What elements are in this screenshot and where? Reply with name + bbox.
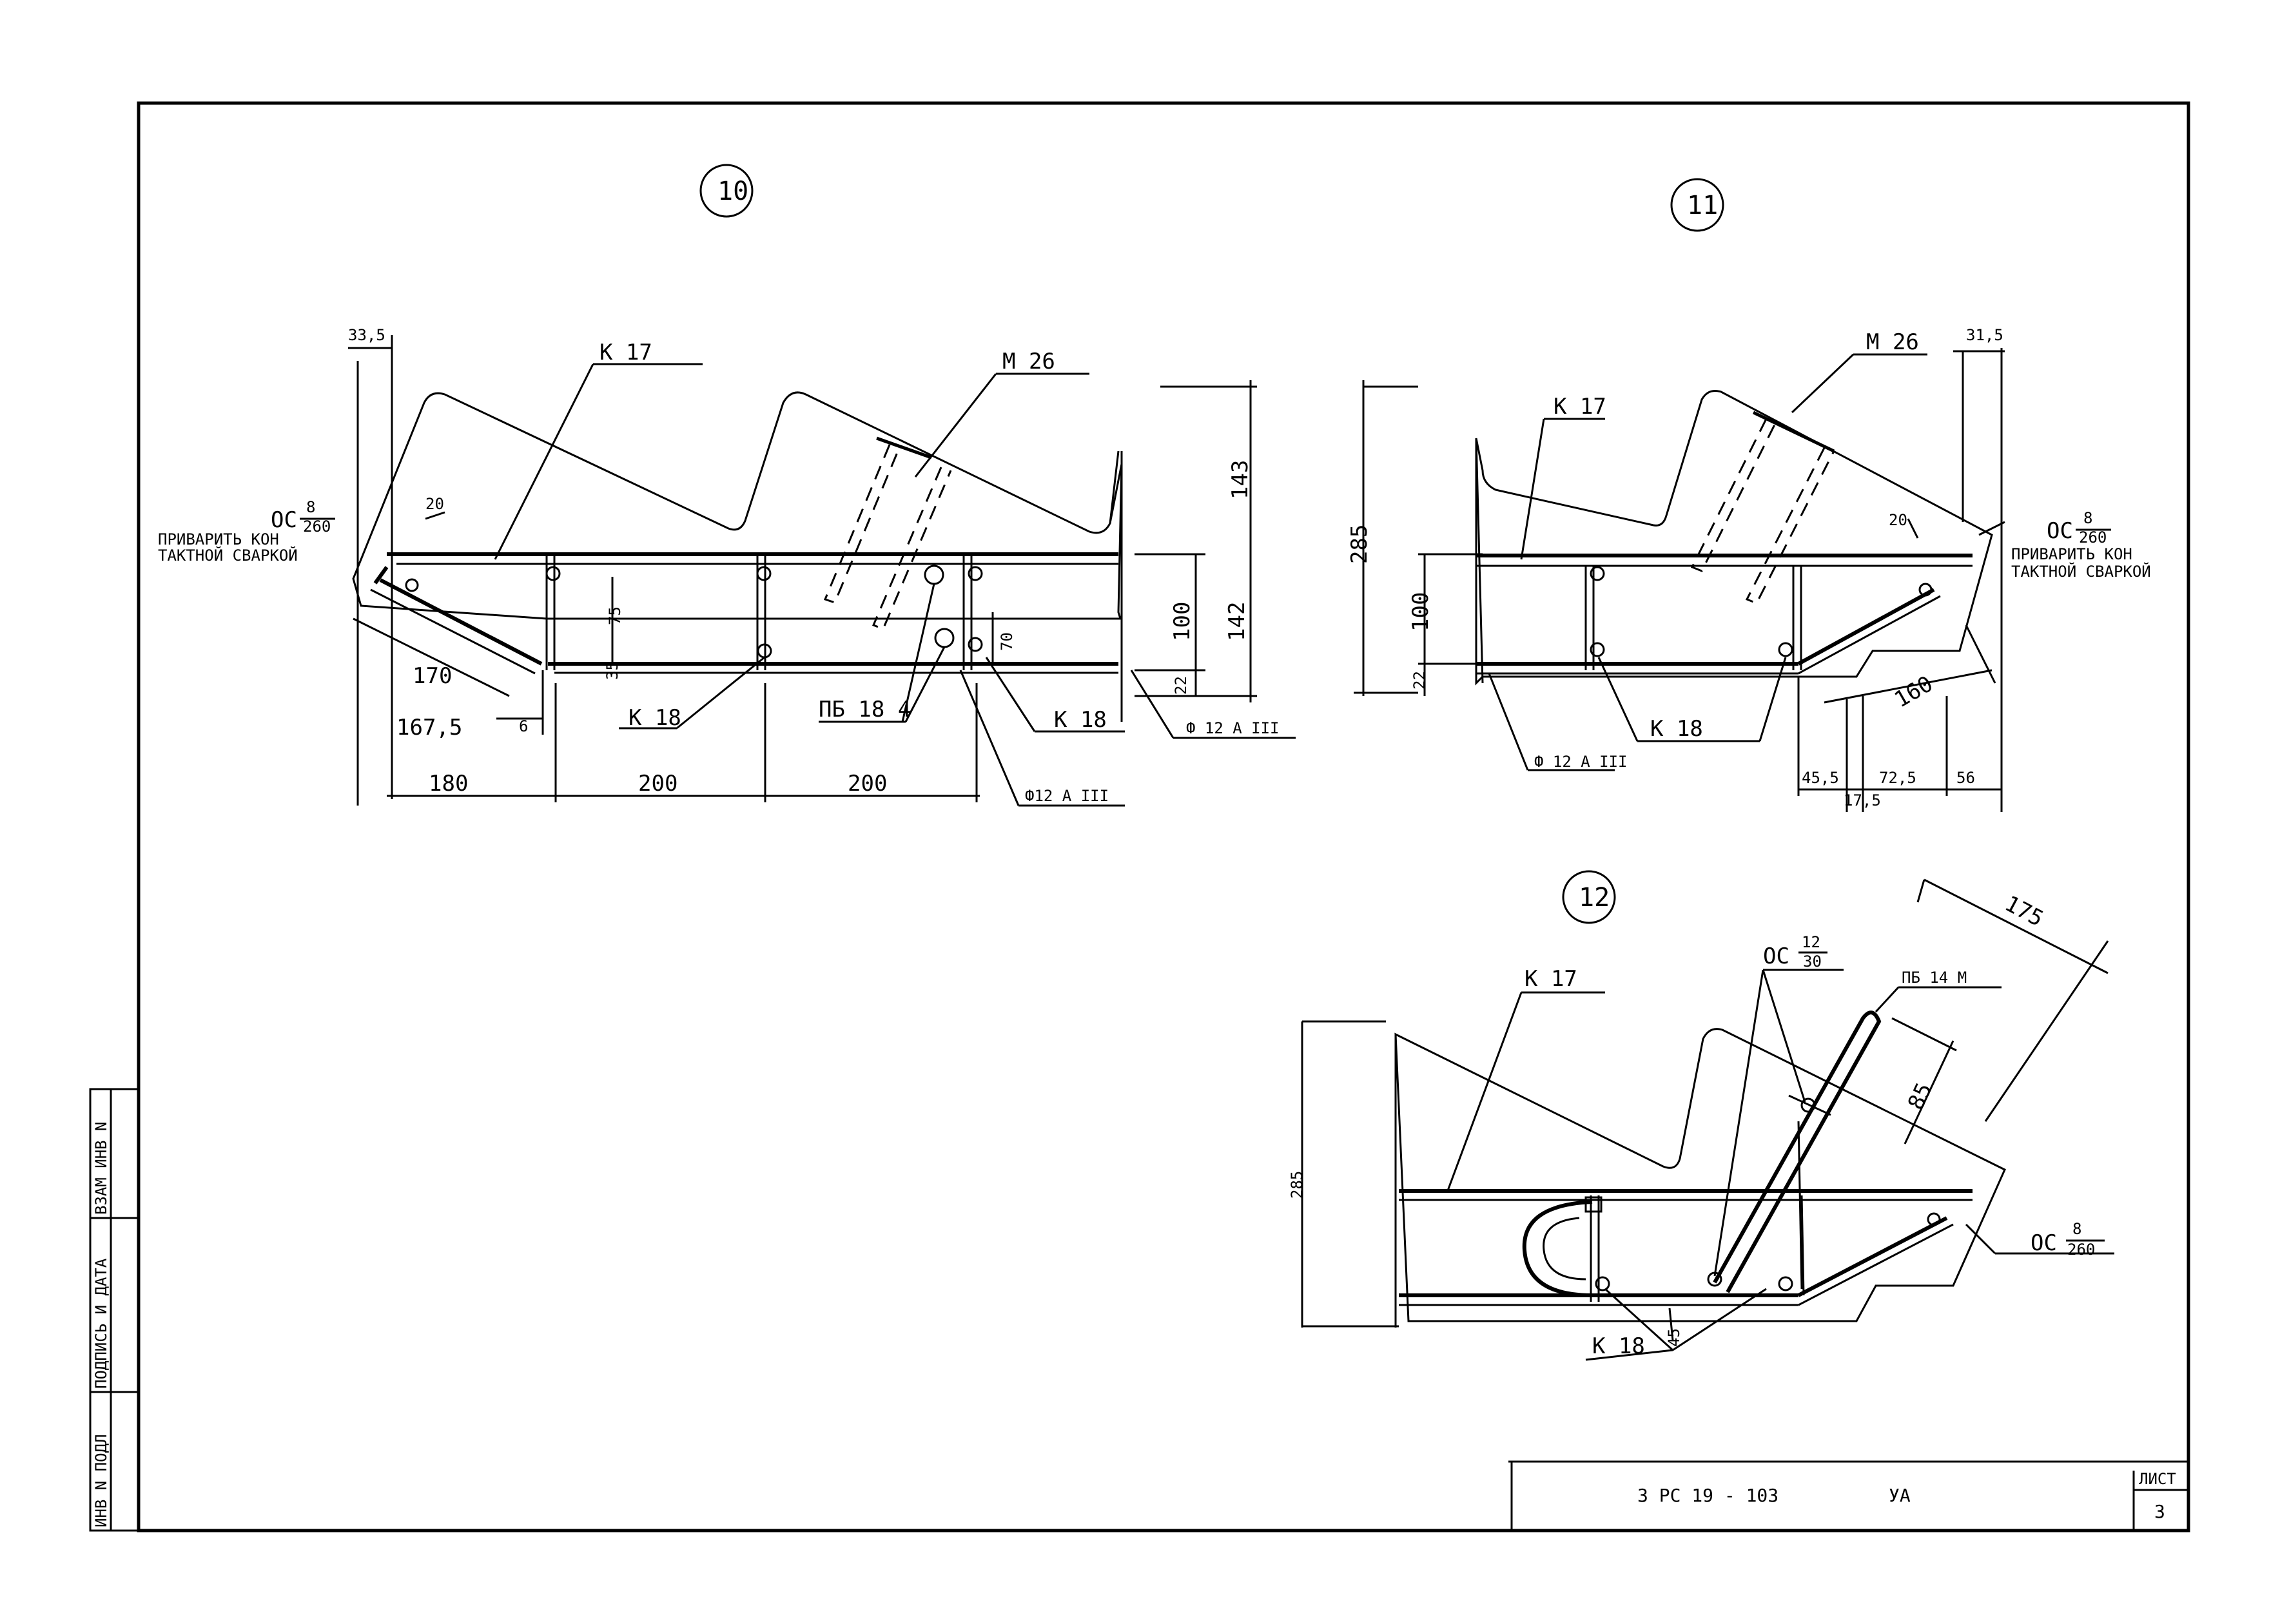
v12-label-k17: K 17	[1525, 966, 1577, 992]
v10-dim-142: 142	[1224, 602, 1250, 641]
v12-dim-175: 175	[2000, 891, 2047, 932]
v11-dim-72-5: 72,5	[1879, 769, 1916, 787]
v12-label-oc8: ОС	[2031, 1230, 2057, 1256]
v11-dim-285: 285	[1347, 525, 1372, 564]
v10-label-rebar-bottom: Ф12 А III	[1025, 787, 1109, 805]
v11-label-oc-num: 8	[2083, 509, 2092, 527]
view-12-hook	[1522, 1200, 1593, 1297]
v10-dim-167-5: 167,5	[396, 715, 462, 740]
v10-dim-70: 70	[998, 632, 1016, 651]
view-11-marker	[1670, 178, 1724, 232]
view-11-number: 11	[1687, 191, 1718, 220]
v10-dim-20: 20	[425, 495, 444, 513]
v10-dim-75: 75	[606, 606, 624, 625]
v11-label-rebar: Ф 12 А III	[1534, 753, 1628, 771]
view-12-number: 12	[1579, 883, 1610, 913]
title-code: 3 РС 19 - 103	[1637, 1485, 1778, 1506]
view-10-number: 10	[717, 177, 748, 206]
v11-dim-20: 20	[1889, 511, 1907, 529]
v10-dim-33-5: 33,5	[348, 326, 385, 344]
v12-label-oc8-den: 260	[2067, 1241, 2095, 1259]
v10-dim-200b: 200	[848, 771, 887, 797]
stamp-vzam-inv: ВЗАМ ИНВ N	[92, 1122, 110, 1215]
v10-dim-100: 100	[1169, 602, 1195, 641]
view-12-outline	[1394, 1028, 2006, 1322]
view-10-marker	[699, 164, 754, 218]
v11-dim-17-5: 17,5	[1844, 791, 1881, 809]
view-12-marker	[1562, 870, 1616, 924]
v12-label-k18: K 18	[1592, 1333, 1645, 1359]
view-11-outline	[1475, 390, 1993, 686]
v10-label-weld-2: ТАКТНОЙ СВАРКОЙ	[158, 546, 298, 565]
v11-dim-45-5: 45,5	[1802, 769, 1839, 787]
stamp-signature-date: ПОДПИСЬ И ДАТА	[92, 1258, 110, 1389]
view-12-bar-pb14m	[1713, 1010, 1882, 1293]
v12-label-oc12-num: 12	[1802, 933, 1820, 951]
v10-label-k17: K 17	[599, 340, 652, 365]
text-layer: 10 K 17 M 26 K 18 ПБ 18 4 K 18 Ф 12 А II…	[92, 177, 2176, 1527]
v10-label-m26: M 26	[1002, 349, 1055, 374]
sheet-number: 3	[2154, 1501, 2165, 1522]
sheet-label: ЛИСТ	[2139, 1470, 2176, 1488]
sheet-frame	[89, 101, 2190, 1532]
v12-label-pb14m: ПБ 14 М	[1902, 969, 1967, 987]
v10-dim-22: 22	[1172, 676, 1190, 695]
v11-dim-22: 22	[1410, 671, 1428, 690]
v11-dim-31-5: 31,5	[1966, 326, 2003, 344]
v12-dim-285: 285	[1288, 1171, 1306, 1199]
v11-label-m26: M 26	[1866, 329, 1919, 355]
view-10	[348, 164, 1296, 807]
v10-label-weld-1: ПРИВАРИТЬ КОН	[158, 530, 279, 548]
stamp-inv-podl: ИНВ N ПОДЛ	[92, 1435, 110, 1528]
v12-label-oc12-den: 30	[1803, 952, 1822, 971]
v12-label-oc8-num: 8	[2072, 1220, 2081, 1238]
v10-label-oc-num: 8	[306, 498, 315, 516]
v10-dim-180: 180	[429, 771, 468, 797]
v10-label-rebar-right: Ф 12 А III	[1186, 719, 1280, 737]
v11-dim-56: 56	[1956, 769, 1975, 787]
v10-dim-200a: 200	[638, 771, 677, 797]
v11-label-weld-1: ПРИВАРИТЬ КОН	[2011, 545, 2132, 563]
view-10-outline	[352, 391, 1123, 620]
v10-label-pb18: ПБ 18 4	[819, 697, 911, 722]
v10-dim-6: 6	[519, 717, 528, 735]
v12-dim-45: 45	[1665, 1328, 1683, 1347]
v11-label-weld-2: ТАКТНОЙ СВАРКОЙ	[2011, 562, 2151, 581]
v11-label-k17: K 17	[1554, 394, 1606, 420]
v10-label-k18-left: K 18	[628, 705, 681, 731]
v10-label-oc-den: 260	[303, 517, 331, 536]
v10-label-oc: ОС	[271, 507, 297, 533]
title-mark: УА	[1889, 1485, 1911, 1506]
v11-label-k18: K 18	[1650, 716, 1703, 742]
view-11	[1354, 178, 2005, 812]
v10-label-k18-right: K 18	[1054, 707, 1107, 733]
v11-dim-100: 100	[1408, 592, 1434, 632]
view-12	[1301, 870, 2114, 1361]
v10-dim-170: 170	[413, 663, 452, 689]
v10-dim-35: 35	[603, 661, 621, 680]
v11-label-oc-den: 260	[2079, 528, 2107, 546]
v12-label-oc12: ОС	[1763, 943, 1789, 969]
v11-label-oc: ОС	[2047, 518, 2073, 544]
v10-dim-143: 143	[1227, 460, 1253, 499]
v11-dim-160: 160	[1890, 671, 1937, 713]
